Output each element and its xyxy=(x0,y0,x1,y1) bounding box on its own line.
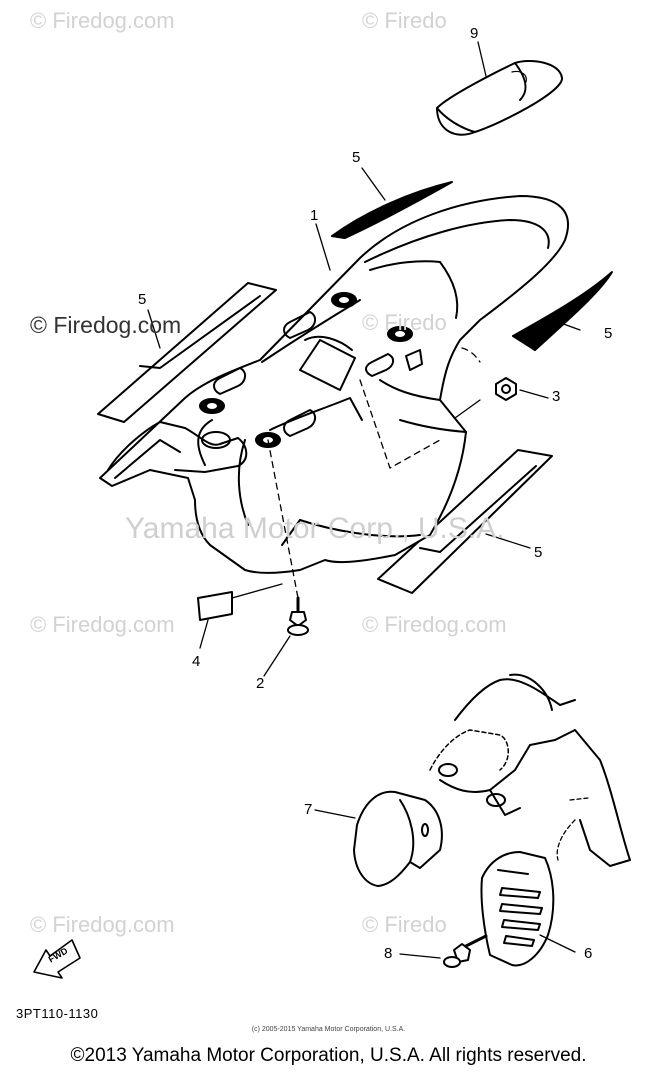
part-code: 3PT110-1130 xyxy=(16,1006,99,1021)
watermark-firedog-mid-right: © Firedo xyxy=(362,310,447,335)
part-6-cover xyxy=(480,851,576,967)
part-5-right-strip xyxy=(512,271,613,351)
part-5-lower-strip xyxy=(377,449,553,594)
part-7-guard xyxy=(314,790,443,887)
part-9-pad xyxy=(436,59,564,136)
part-2-bolt xyxy=(287,596,309,636)
part-3-nut xyxy=(454,377,517,419)
part-5-left-strip xyxy=(97,282,277,423)
watermark-firedog-bottom-right: © Firedo xyxy=(362,912,447,937)
watermark-firedog-bottom-left: © Firedog.com xyxy=(30,912,175,937)
callout-leaders xyxy=(147,41,581,677)
callout-5-left: 5 xyxy=(138,291,147,308)
callout-6: 6 xyxy=(584,945,593,962)
callout-5-top: 5 xyxy=(352,149,361,166)
callout-3: 3 xyxy=(552,388,561,405)
small-copyright: (c) 2005-2015 Yamaha Motor Corporation, … xyxy=(251,1026,406,1033)
watermark-firedog-lower-left: © Firedog.com xyxy=(30,612,175,637)
callout-1: 1 xyxy=(310,207,319,224)
part-5-top-strip xyxy=(331,181,453,239)
callout-2: 2 xyxy=(256,675,265,692)
watermark-firedog-mid-left: © Firedog.com xyxy=(30,312,182,338)
part-8-bolt xyxy=(399,934,488,968)
callout-8: 8 xyxy=(384,945,393,962)
watermark-firedog-top-left: © Firedog.com xyxy=(30,8,175,33)
watermark-yamaha-center: Yamaha Motor Corp., U.S.A. xyxy=(125,512,505,545)
dashed-leaders xyxy=(267,347,481,599)
callout-9: 9 xyxy=(470,25,479,42)
callout-5-lower: 5 xyxy=(534,544,543,561)
callout-5-right: 5 xyxy=(604,325,613,342)
callout-4: 4 xyxy=(192,653,201,670)
watermark-firedog-lower-right: © Firedog.com xyxy=(362,612,507,637)
part-4-pad xyxy=(197,583,283,621)
frame-section xyxy=(429,673,631,867)
fwd-arrow-icon xyxy=(33,939,81,979)
copyright-notice: ©2013 Yamaha Motor Corporation, U.S.A. A… xyxy=(70,1045,587,1066)
watermark-firedog-top-right: © Firedo xyxy=(362,8,447,33)
callout-7: 7 xyxy=(304,801,313,818)
